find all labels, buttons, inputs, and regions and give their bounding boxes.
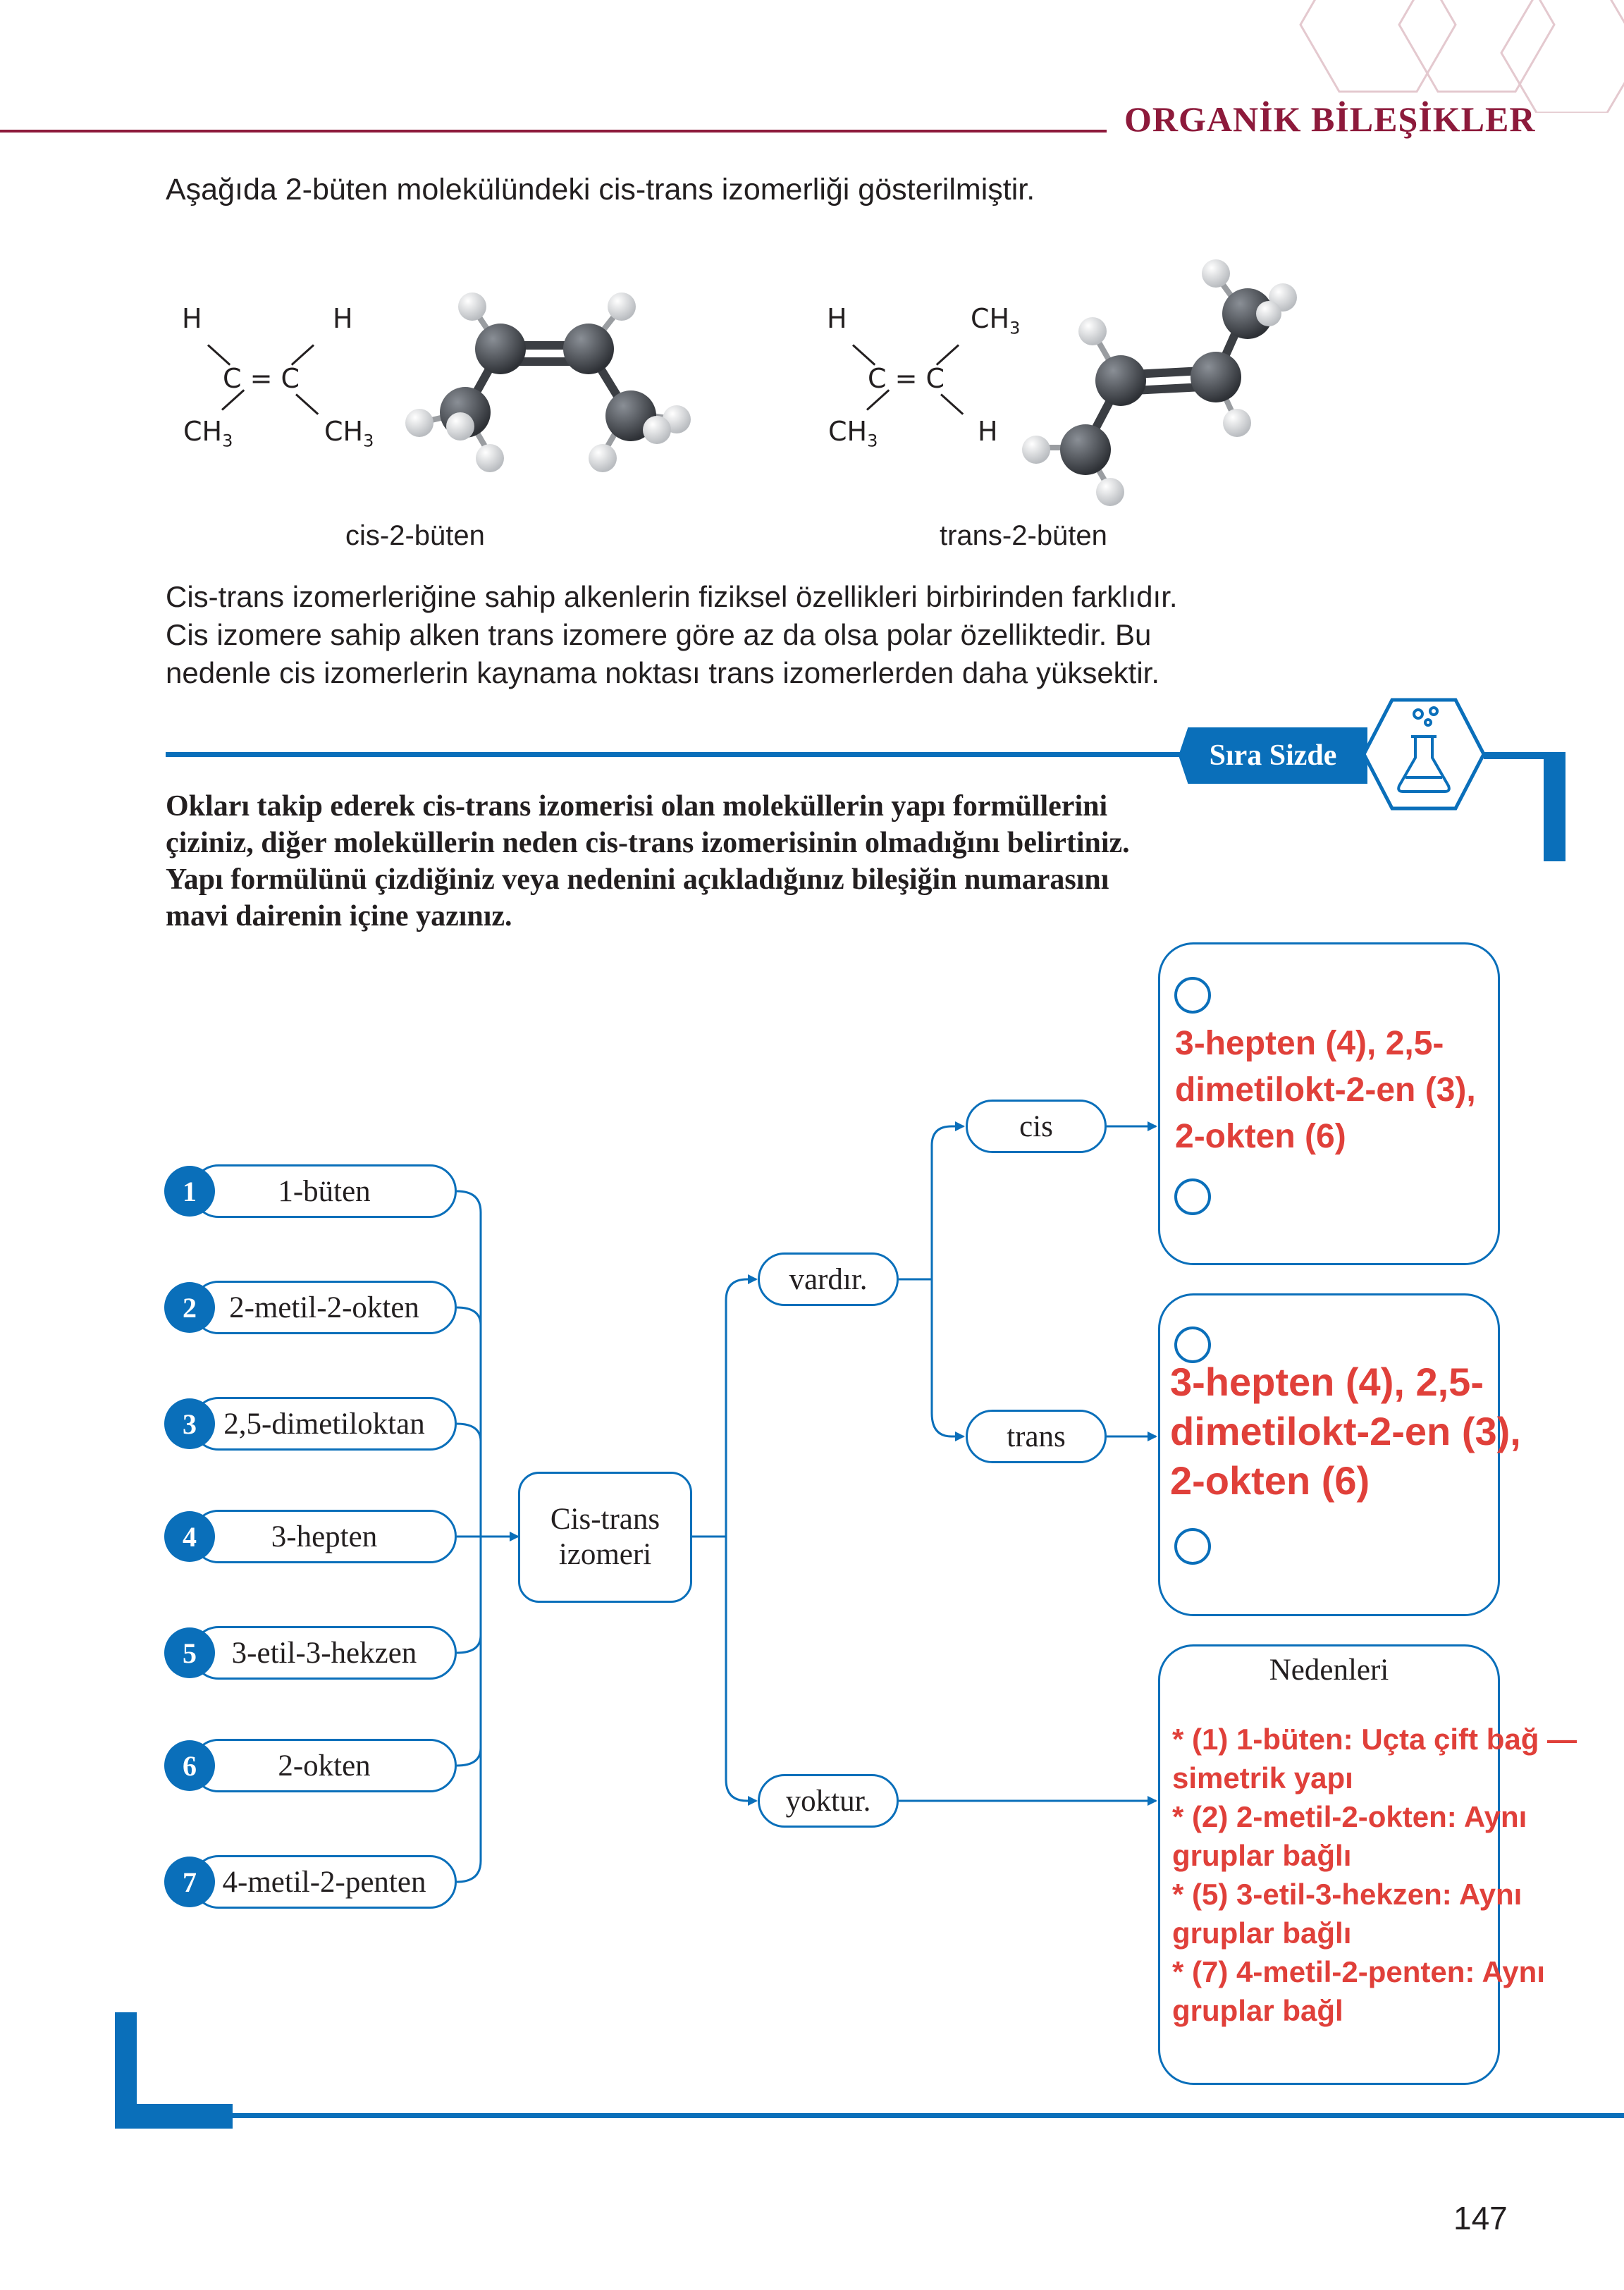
- cis-ch3-right: CH3: [324, 416, 374, 451]
- center-line: Cis-trans: [550, 1503, 660, 1536]
- trans-ch3-right: CH3: [971, 303, 1021, 338]
- hexagon-decoration: [1299, 0, 1624, 113]
- molecule-number-badge: 6: [164, 1740, 215, 1791]
- molecule-name: 1-büten: [278, 1174, 371, 1208]
- cis-ch3-left: CH3: [183, 416, 233, 451]
- frame-bottom-left: [115, 2104, 233, 2129]
- answer-line: dimetilokt-2-en (3),: [1175, 1071, 1476, 1109]
- reason-line: gruplar bağlı: [1172, 1839, 1352, 1872]
- explanation-paragraph: Cis-trans izomerleriğine sahip alkenleri…: [166, 578, 1181, 692]
- number-circle-input[interactable]: [1174, 977, 1211, 1014]
- center-line: izomeri: [558, 1538, 652, 1571]
- trans-pill[interactable]: trans: [966, 1410, 1107, 1463]
- task-line: mavi dairenin içine yazınız.: [166, 900, 512, 932]
- header-title: ORGANİK BİLEŞİKLER: [1124, 99, 1536, 139]
- molecule-name: 2-metil-2-okten: [229, 1291, 419, 1324]
- cis-cc: C = C: [223, 363, 300, 394]
- cis-trans-center-box: Cis-trans izomeri: [518, 1472, 692, 1603]
- header-rule: [0, 130, 1107, 133]
- reason-line: * (5) 3-etil-3-hekzen: Aynı: [1172, 1878, 1522, 1911]
- yes-pill[interactable]: vardır.: [758, 1252, 899, 1306]
- task-line: Yapı formülünü çizdiğiniz veya nedenini …: [166, 863, 1109, 896]
- cis-pill[interactable]: cis: [966, 1100, 1107, 1153]
- molecule-name: 3-etil-3-hekzen: [231, 1636, 417, 1670]
- task-instructions: Okları takip ederek cis-trans izomerisi …: [166, 788, 1350, 935]
- frame-right-bar: [1544, 752, 1565, 861]
- molecule-pill[interactable]: 4-metil-2-penten: [192, 1855, 457, 1909]
- trans-formula: H CH3 C = C CH3 H: [821, 303, 1054, 458]
- molecule-name: 3-hepten: [271, 1520, 378, 1553]
- no-pill[interactable]: yoktur.: [758, 1774, 899, 1828]
- molecule-pill[interactable]: 2,5-dimetiloktan: [192, 1397, 457, 1451]
- reason-line: * (2) 2-metil-2-okten: Aynı: [1172, 1800, 1527, 1833]
- cis-answer-box: [1158, 942, 1500, 1265]
- molecule-pill[interactable]: 3-hepten: [192, 1510, 457, 1563]
- bond-line: [295, 393, 319, 415]
- molecule-number-badge: 2: [164, 1282, 215, 1333]
- paragraph-line: nedenle cis izomerlerin kaynama noktası …: [166, 656, 1160, 689]
- trans-ball-stick-model: [1022, 259, 1297, 506]
- paragraph-line: Cis izomere sahip alken trans izomere gö…: [166, 618, 1152, 651]
- trans-caption: trans-2-büten: [940, 520, 1107, 551]
- molecule-name: 2,5-dimetiloktan: [223, 1407, 425, 1441]
- trans-ch3-left: CH3: [828, 416, 878, 451]
- molecule-pill[interactable]: 1-büten: [192, 1164, 457, 1218]
- answer-line: 2-okten (6): [1170, 1458, 1370, 1503]
- intro-text: Aşağıda 2-büten molekülündeki cis-trans …: [166, 173, 1035, 207]
- molecule-number-badge: 5: [164, 1627, 215, 1678]
- bond-line: [940, 393, 964, 415]
- reason-line: simetrik yapı: [1172, 1761, 1353, 1795]
- molecule-name: 2-okten: [278, 1749, 371, 1783]
- cis-answer-text: 3-hepten (4), 2,5- dimetilokt-2-en (3), …: [1175, 1021, 1476, 1160]
- number-circle-input[interactable]: [1174, 1178, 1211, 1215]
- cis-formula: H H C = C CH3 CH3: [176, 303, 409, 458]
- cis-ball-stick-model: [405, 293, 691, 472]
- task-line: çiziniz, diğer moleküllerin neden cis-tr…: [166, 827, 1130, 859]
- trans-answer-box: [1158, 1293, 1500, 1616]
- paragraph-line: Cis-trans izomerleriğine sahip alkenleri…: [166, 580, 1178, 613]
- answer-line: 3-hepten (4), 2,5-: [1170, 1360, 1484, 1404]
- reasons-text: * (1) 1-büten: Uçta çift bağ — simetrik …: [1172, 1720, 1577, 2030]
- trans-h-left: H: [827, 303, 847, 334]
- bottom-rule: [233, 2113, 1624, 2118]
- reason-line: gruplar bağlı: [1172, 1916, 1352, 1950]
- reason-line: * (1) 1-büten: Uçta çift bağ —: [1172, 1723, 1577, 1756]
- sira-sizde-badge: Sıra Sizde: [1179, 727, 1367, 784]
- reasons-box: [1158, 1644, 1500, 2085]
- reasons-title: Nedenleri: [1269, 1654, 1389, 1687]
- answer-line: dimetilokt-2-en (3),: [1170, 1409, 1521, 1453]
- molecule-name: 4-metil-2-penten: [222, 1865, 426, 1899]
- trans-cc: C = C: [868, 363, 945, 394]
- task-line: Okları takip ederek cis-trans izomerisi …: [166, 790, 1108, 823]
- molecule-pill[interactable]: 3-etil-3-hekzen: [192, 1626, 457, 1680]
- molecule-pill[interactable]: 2-okten: [192, 1739, 457, 1792]
- number-circle-input[interactable]: [1174, 1326, 1211, 1363]
- frame-top-right: [1484, 752, 1565, 759]
- reason-line: * (7) 4-metil-2-penten: Aynı: [1172, 1955, 1545, 1988]
- cis-caption: cis-2-büten: [345, 520, 485, 551]
- section-rule: [166, 752, 1188, 757]
- cis-h-right: H: [333, 303, 353, 334]
- flask-icon: [1362, 698, 1486, 811]
- molecule-number-badge: 3: [164, 1398, 215, 1449]
- trans-answer-text: 3-hepten (4), 2,5- dimetilokt-2-en (3), …: [1170, 1358, 1521, 1506]
- trans-h-right: H: [978, 416, 998, 447]
- cis-h-left: H: [182, 303, 202, 334]
- page-number: 147: [1453, 2200, 1508, 2236]
- reason-line: gruplar bağl: [1172, 1994, 1343, 2027]
- molecule-number-badge: 7: [164, 1857, 215, 1907]
- molecule-pill[interactable]: 2-metil-2-okten: [192, 1281, 457, 1334]
- molecule-number-badge: 1: [164, 1166, 215, 1217]
- answer-line: 2-okten (6): [1175, 1118, 1346, 1155]
- number-circle-input[interactable]: [1174, 1528, 1211, 1565]
- molecule-number-badge: 4: [164, 1511, 215, 1562]
- answer-line: 3-hepten (4), 2,5-: [1175, 1025, 1444, 1062]
